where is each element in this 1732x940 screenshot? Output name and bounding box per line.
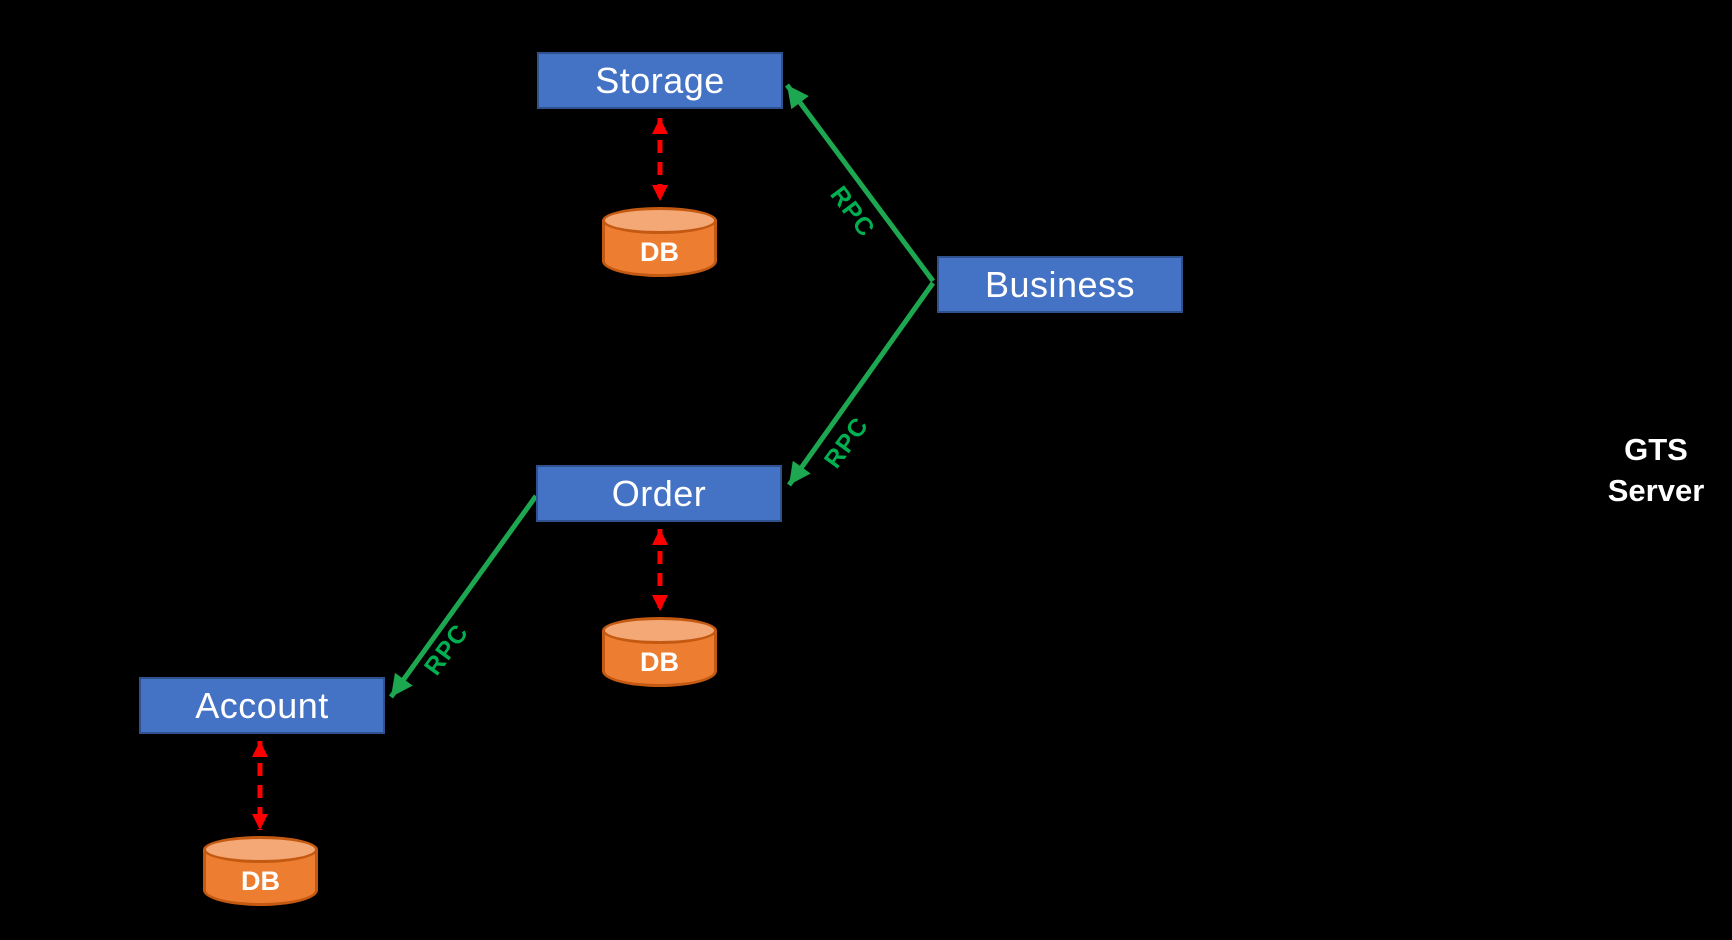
order-db-cylinder-icon: DB: [602, 617, 717, 687]
db-cylinder-top: [602, 207, 717, 234]
node-account: Account: [139, 677, 385, 734]
gts-server-caption-line1: GTS: [1624, 432, 1688, 467]
account-db-cylinder-icon: DB: [203, 836, 318, 906]
node-order-label: Order: [611, 472, 707, 514]
storage-db-cylinder-icon: DB: [602, 207, 717, 277]
db-cylinder-top: [203, 836, 318, 863]
order-db-label: DB: [640, 647, 679, 677]
node-storage-label: Storage: [595, 59, 725, 101]
node-storage: Storage: [537, 52, 783, 109]
node-business-label: Business: [984, 263, 1136, 305]
account-db-label: DB: [241, 866, 280, 896]
node-account-label: Account: [195, 684, 329, 726]
gts-server-caption: GTS Server: [1591, 429, 1721, 511]
rpc-arrow-order-to-account: [388, 494, 539, 699]
gts-server-caption-line2: Server: [1607, 473, 1705, 508]
rpc-arrow-business-to-order: [786, 281, 936, 487]
db-cylinder-top: [602, 617, 717, 644]
rpc-arrow-business-to-storage: [784, 83, 936, 283]
node-order: Order: [536, 465, 782, 522]
storage-db-label: DB: [640, 237, 679, 267]
node-business: Business: [937, 256, 1183, 313]
